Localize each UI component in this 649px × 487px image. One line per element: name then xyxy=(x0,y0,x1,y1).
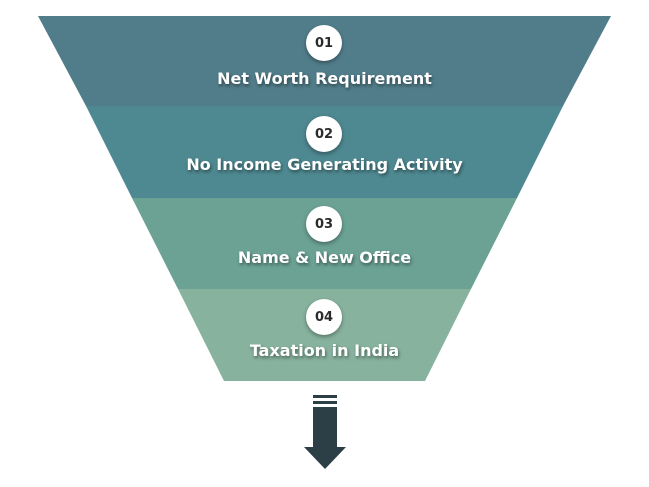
funnel-segment-3 xyxy=(132,198,517,289)
step-3-label: Name & New Office xyxy=(237,248,412,267)
step-2-label: No Income Generating Activity xyxy=(186,155,463,174)
funnel-segment-2 xyxy=(86,106,563,198)
step-4-number-badge: 04 xyxy=(306,299,342,335)
funnel-segment-1 xyxy=(38,16,611,106)
funnel-segment-4 xyxy=(178,289,471,381)
arrow-down-icon xyxy=(304,395,346,469)
step-1-label: Net Worth Requirement xyxy=(217,69,432,88)
step-4-label: Taxation in India xyxy=(249,341,400,360)
step-1-number-badge: 01 xyxy=(306,25,342,61)
step-3-number-badge: 03 xyxy=(306,206,342,242)
step-2-number-badge: 02 xyxy=(306,116,342,152)
